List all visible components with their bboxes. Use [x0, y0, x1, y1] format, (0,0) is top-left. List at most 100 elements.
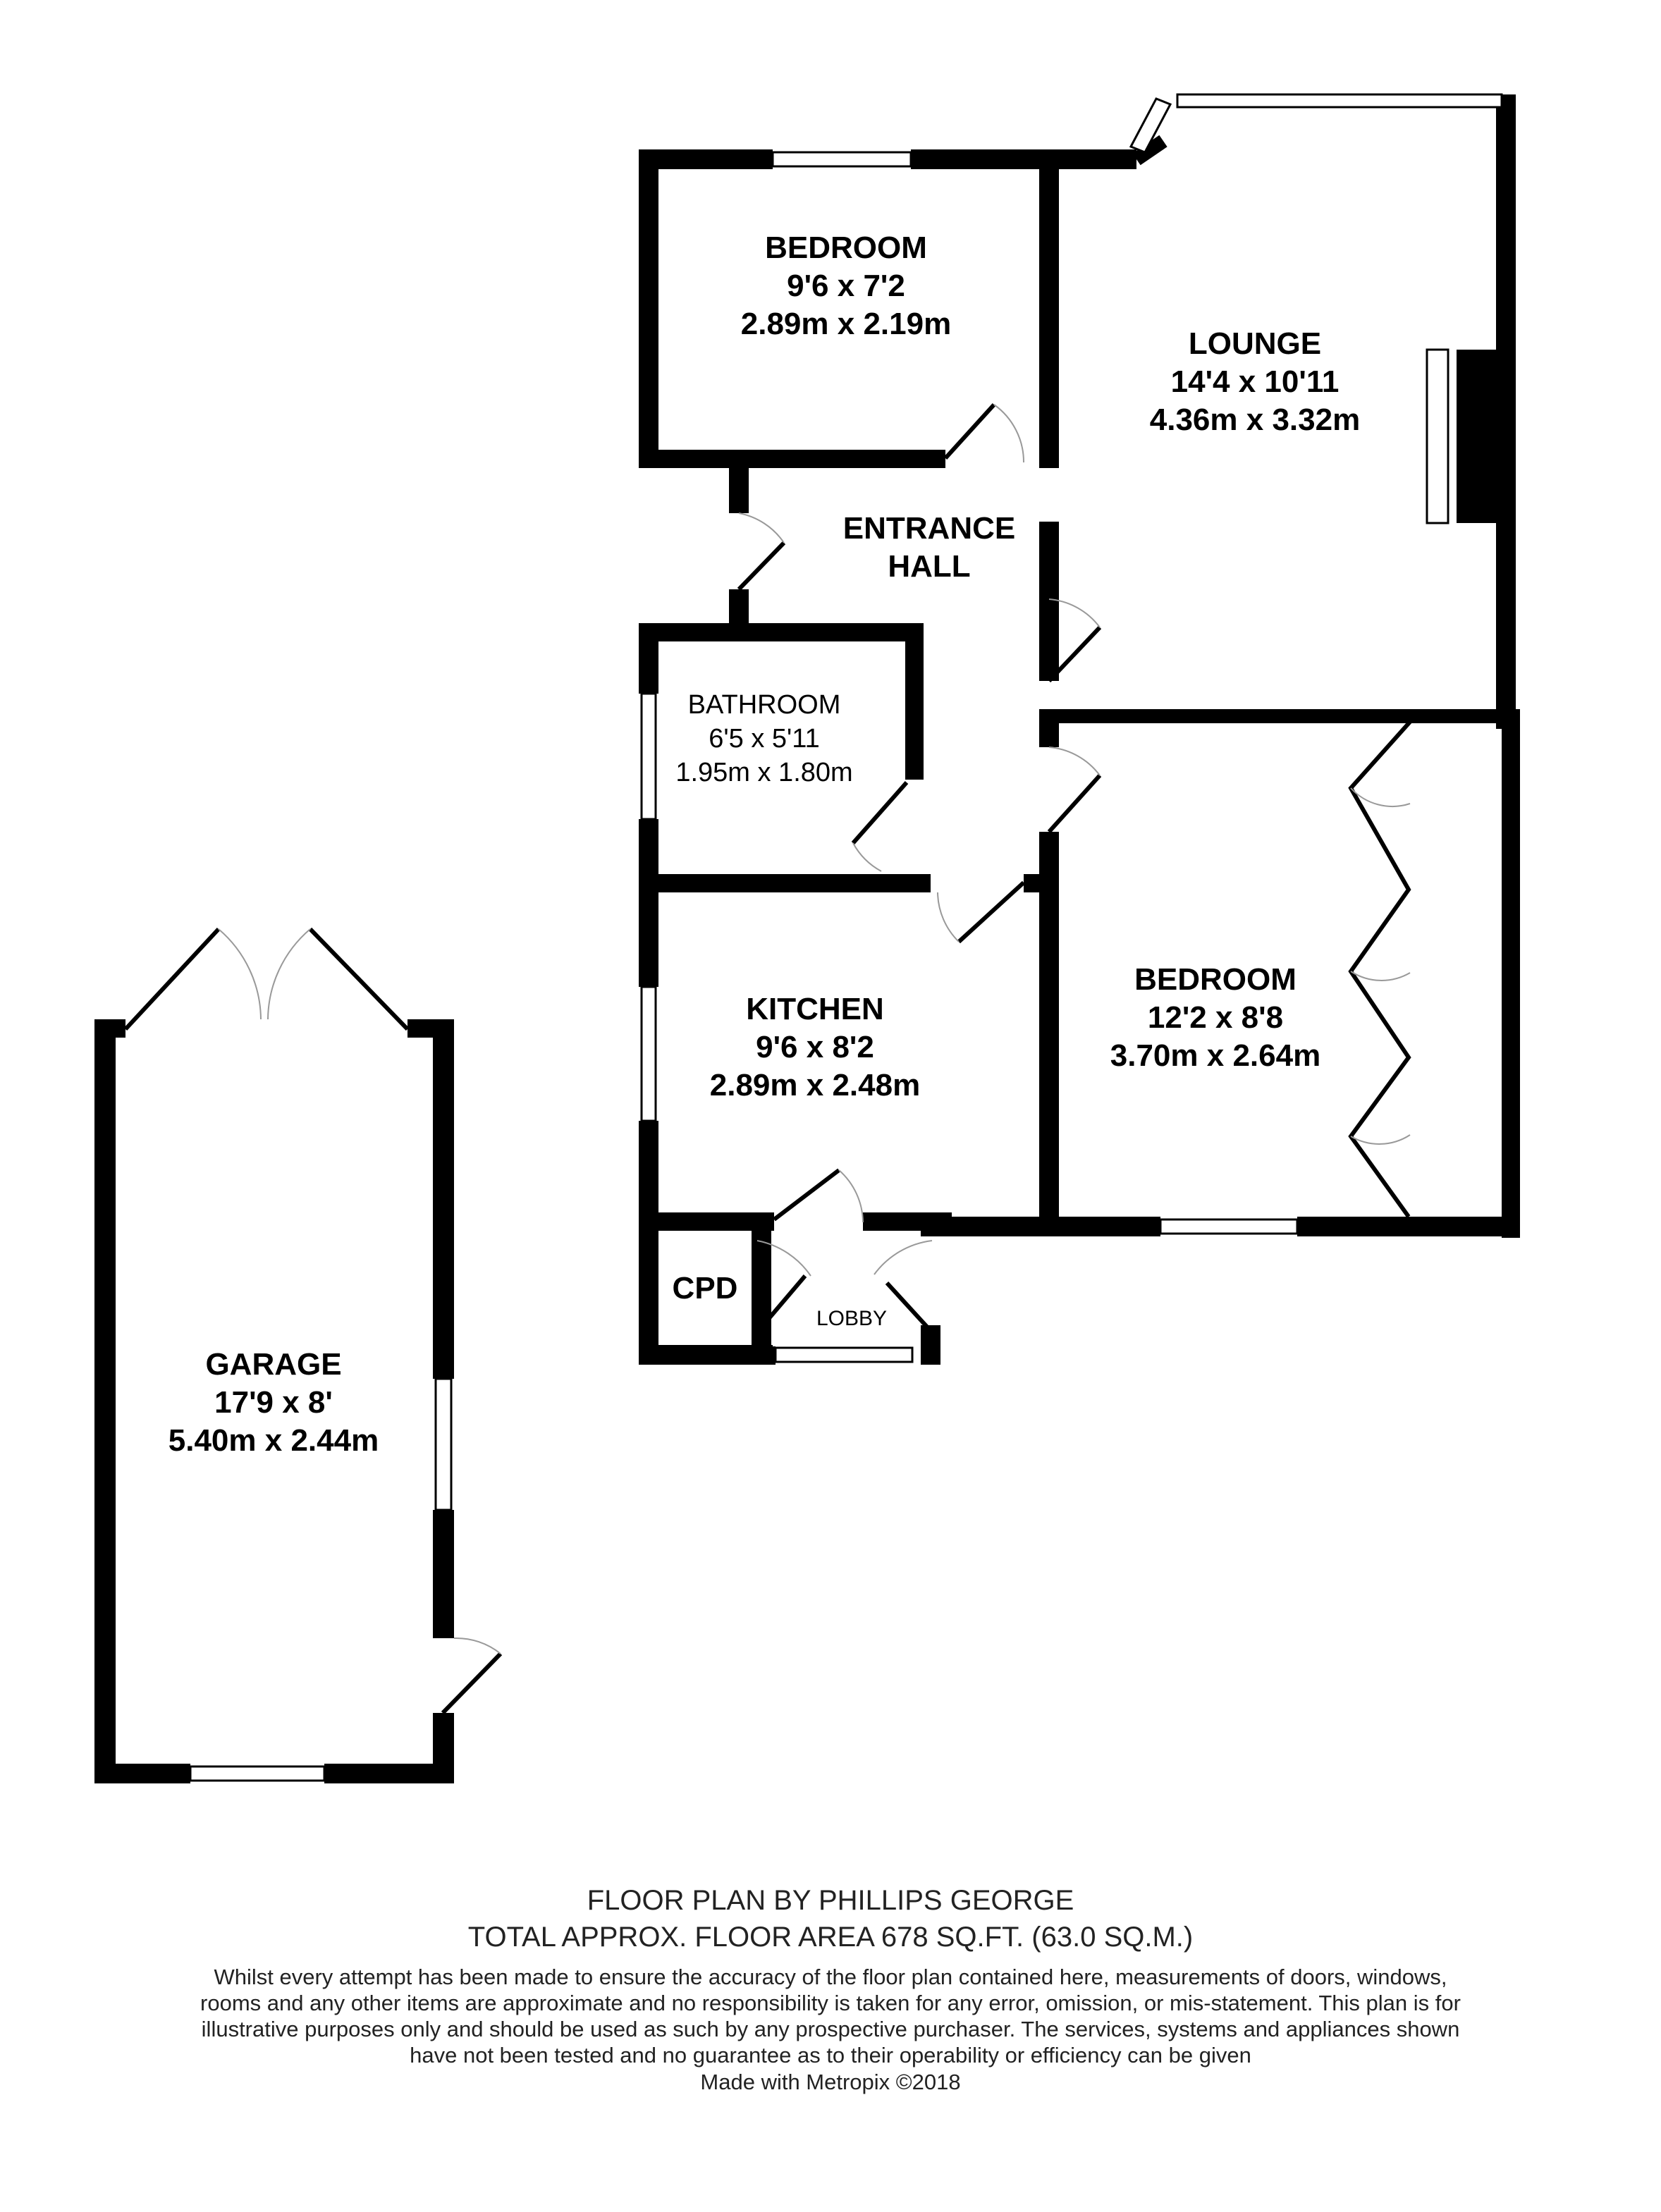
door-bedroom2-arc — [1048, 746, 1101, 776]
wall-kitchen-left-b — [639, 1121, 658, 1365]
room-hall-line1: ENTRANCE — [843, 511, 1015, 546]
window-lounge-bay — [1129, 97, 1172, 154]
room-lobby-name: LOBBY — [816, 1307, 887, 1330]
door-hall-front-leaf — [737, 541, 786, 591]
garage-corner-right — [407, 1019, 454, 1038]
room-lounge-name: LOUNGE — [1189, 326, 1321, 361]
window-bedroom2 — [1159, 1218, 1299, 1235]
footer-credit: Made with Metropix ©2018 — [700, 2070, 961, 2094]
room-bathroom-name: BATHROOM — [688, 690, 841, 720]
wall-bedroom1-top-b — [911, 149, 1136, 169]
door-arcs — [738, 404, 1411, 1277]
walls — [639, 94, 1520, 1365]
room-lounge-metric: 4.36m x 3.32m — [1150, 403, 1360, 437]
door-lobby-right-arc — [874, 1240, 933, 1275]
door-hall-front-arc — [738, 512, 785, 543]
window-kitchen — [640, 985, 657, 1122]
room-bedroom1-metric: 2.89m x 2.19m — [741, 307, 951, 341]
window-lounge-top — [1176, 93, 1503, 109]
room-garage-imperial: 17'9 x 8' — [214, 1385, 333, 1420]
room-bathroom-imperial: 6'5 x 5'11 — [709, 724, 819, 754]
garage-corner-left — [94, 1019, 125, 1038]
wall-bedroom2-bottom-b — [1297, 1217, 1520, 1236]
wall-hall-left-b — [729, 589, 749, 629]
door-bedroom2-leaf — [1047, 773, 1102, 834]
floor-plan: BEDROOM 9'6 x 7'2 2.89m x 2.19m LOUNGE 1… — [94, 93, 1520, 1783]
room-cpd-name: CPD — [673, 1271, 738, 1305]
garage-window-bottom — [189, 1765, 326, 1782]
footer-disclaimer: Whilst every attempt has been made to en… — [200, 1965, 1461, 2067]
wall-lounge-bottom — [1039, 709, 1516, 723]
door-kitchen-lobby-leaf — [773, 1168, 840, 1222]
wall-bathroom-bottom — [639, 874, 931, 892]
wall-bedroom2-bottom-a — [921, 1217, 1160, 1236]
garage-side-door-arc — [453, 1637, 501, 1654]
windows — [640, 93, 1503, 1363]
wall-bedroom1-left — [639, 149, 658, 468]
room-kitchen: KITCHEN 9'6 x 8'2 2.89m x 2.48m — [710, 992, 920, 1102]
room-kitchen-name: KITCHEN — [746, 992, 884, 1026]
garage-wall-left — [94, 1019, 116, 1783]
wall-hall-lounge — [1039, 522, 1059, 681]
footer-title: FLOOR PLAN BY PHILLIPS GEORGE — [587, 1885, 1074, 1916]
room-bedroom2-metric: 3.70m x 2.64m — [1110, 1038, 1320, 1073]
wall-bedroom2-right — [1502, 709, 1520, 1238]
garage-wall-right-a — [433, 1019, 454, 1379]
garage-side-door-leaf — [441, 1652, 503, 1715]
lounge-bay-angle — [1132, 135, 1167, 166]
room-bathroom-metric: 1.95m x 1.80m — [675, 758, 852, 787]
door-lounge-arc — [1048, 598, 1101, 628]
room-garage-metric: 5.40m x 2.44m — [168, 1423, 379, 1458]
room-hall: ENTRANCE HALL — [843, 511, 1015, 584]
window-fireplace-surround — [1426, 348, 1449, 524]
door-bathroom-leaf — [851, 781, 909, 844]
door-cpd-arc — [756, 1240, 811, 1277]
room-kitchen-metric: 2.89m x 2.48m — [710, 1068, 920, 1102]
door-kitchen-hall-leaf — [957, 880, 1026, 944]
garage-fixtures — [123, 927, 503, 1782]
wall-lobby-bottom-a — [752, 1346, 776, 1365]
room-garage-name: GARAGE — [205, 1347, 341, 1382]
wall-bathroom-left-a — [639, 623, 658, 694]
wall-hall-left-a — [729, 468, 749, 513]
garage-door-left-leaf — [123, 927, 221, 1031]
wall-cpd-bottom — [639, 1345, 773, 1365]
garage-door-left-arc — [218, 928, 262, 1020]
wardrobe-arc-1 — [1350, 787, 1411, 807]
footer-floor-area: TOTAL APPROX. FLOOR AREA 678 SQ.FT. (63.… — [467, 1922, 1194, 1953]
room-bedroom2-name: BEDROOM — [1134, 962, 1297, 997]
garage-wall-bottom-a — [94, 1764, 190, 1783]
wall-cpd-right — [752, 1212, 771, 1365]
garage-walls — [94, 1019, 454, 1783]
wardrobe-arc-2 — [1350, 971, 1411, 981]
wall-bedroom1-bottom — [639, 450, 945, 468]
fireplace — [1457, 350, 1506, 523]
door-kitchen-lobby-arc — [838, 1169, 864, 1223]
lobby-left-angle — [755, 1274, 807, 1334]
wall-bedroom1-top-a — [639, 149, 773, 169]
garage-wall-bottom-b — [324, 1764, 454, 1783]
lobby-right-angle — [885, 1281, 934, 1334]
wall-bed1-lounge — [1039, 149, 1059, 468]
door-bedroom1-leaf — [943, 403, 996, 460]
door-bathroom-arc — [852, 842, 882, 872]
door-bedroom1-arc — [993, 404, 1025, 463]
wall-kitchen-right — [1039, 874, 1059, 1227]
garage-door-right-leaf — [308, 927, 410, 1031]
wall-kitchen-left-a — [639, 874, 658, 987]
garage-door-right-arc — [267, 928, 311, 1020]
door-lounge-leaf — [1047, 625, 1102, 683]
room-kitchen-imperial: 9'6 x 8'2 — [756, 1030, 874, 1064]
garage-wall-right-b — [433, 1510, 454, 1638]
room-garage: GARAGE 17'9 x 8' 5.40m x 2.44m — [168, 1347, 379, 1458]
angled-walls — [755, 135, 1167, 1334]
room-bedroom1: BEDROOM 9'6 x 7'2 2.89m x 2.19m — [741, 231, 951, 341]
door-kitchen-hall-arc — [937, 892, 960, 942]
room-hall-line2: HALL — [888, 549, 970, 584]
room-lounge-imperial: 14'4 x 10'11 — [1171, 364, 1340, 399]
room-bedroom1-name: BEDROOM — [765, 231, 927, 265]
wall-bathroom-top — [639, 623, 924, 641]
room-bedroom2: BEDROOM 12'2 x 8'8 3.70m x 2.64m — [1110, 962, 1320, 1073]
wall-bathroom-right — [905, 623, 924, 780]
window-bedroom1 — [771, 151, 912, 168]
